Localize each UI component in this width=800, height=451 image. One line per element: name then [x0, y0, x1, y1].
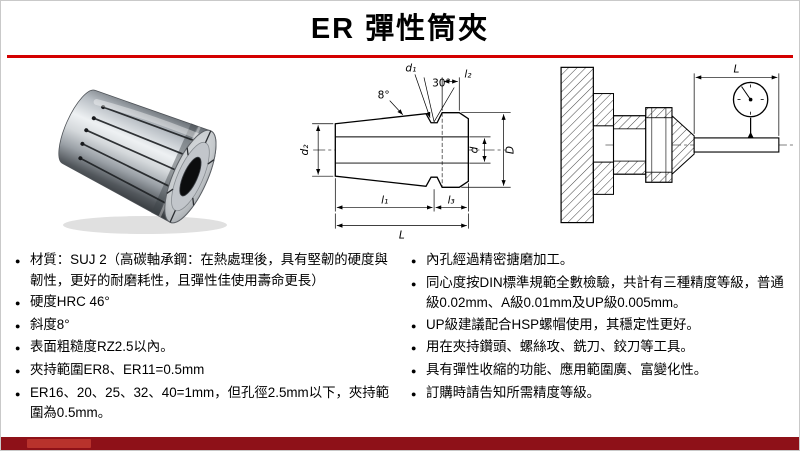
spec-text: 用在夾持鑽頭、螺絲攻、銑刀、鉸刀等工具。 — [426, 339, 694, 355]
spec-text: 斜度8° — [30, 316, 70, 332]
spec-item: ● UP級建議配合HSP螺帽使用，其穩定性更好。 — [411, 315, 793, 337]
assembly-drawing-image: L — [560, 63, 793, 224]
dial-ticks — [737, 84, 764, 115]
dim-d2 — [312, 123, 334, 177]
spec-list-right: ● 內孔經過精密搪磨加工。 ● 同心度按DIN標準規範全數檢驗，共計有三種精度等… — [411, 250, 793, 425]
bullet-icon: ● — [15, 298, 21, 309]
spec-item: ● 硬度HRC 46° — [15, 292, 395, 314]
dim-assembly-L — [693, 73, 780, 136]
dim-d — [469, 136, 491, 164]
angle30-lines — [423, 77, 455, 122]
dim-l1 — [334, 178, 435, 212]
spec-text: ER16、20、25、32、40=1mm，但孔徑2.5mm以下，夾持範圍為0.5… — [30, 384, 390, 421]
spindle-nose-lower — [592, 161, 615, 195]
dim-label-d2: d₂ — [299, 144, 311, 156]
spec-text: 表面粗糙度RZ2.5以內。 — [30, 339, 174, 355]
angle8-leader — [389, 100, 404, 115]
spec-item: ● 具有彈性收縮的功能、應用範圍廣、富變化性。 — [411, 360, 793, 382]
nut-section-upper — [645, 107, 673, 119]
dim-label-l3: l₃ — [448, 194, 455, 206]
dim-label-l2: l₂ — [464, 68, 472, 80]
bullet-icon: ● — [411, 256, 417, 266]
spec-item: ● 斜度8° — [15, 315, 395, 337]
nut-section-lower — [645, 171, 673, 183]
angle30-label: 30° — [432, 77, 451, 89]
dim-label-d: d — [468, 146, 480, 153]
dim-label-D: D — [505, 146, 517, 154]
spec-text: 訂購時請告知所需精度等級。 — [426, 384, 601, 400]
collet-nose-cone — [671, 114, 695, 176]
spec-item: ● 訂購時請告知所需精度等級。 — [411, 383, 793, 405]
dim-D — [461, 112, 511, 188]
bullet-icon: ● — [411, 320, 417, 331]
bullet-icon: ● — [15, 320, 21, 331]
spec-text: 具有彈性收縮的功能、應用範圍廣、富變化性。 — [426, 361, 708, 377]
bullet-icon: ● — [15, 256, 21, 266]
assembly-dim-label-L: L — [734, 63, 740, 75]
bullet-icon: ● — [411, 388, 417, 399]
footer-logo-badge — [27, 439, 91, 448]
collet-profile — [334, 112, 470, 188]
spec-item: ● ER16、20、25、32、40=1mm，但孔徑2.5mm以下，夾持範圍為0… — [15, 383, 395, 424]
indicator-contact-tip — [747, 131, 754, 138]
spec-text: 硬度HRC 46° — [30, 294, 110, 310]
spec-item: ● 表面粗糙度RZ2.5以內。 — [15, 337, 395, 359]
chuck-wall-upper — [613, 115, 647, 130]
spec-text: 同心度按DIN標準規範全數檢驗，共計有三種精度等級，普通級0.02mm、A級0.… — [426, 274, 784, 311]
collet-photo-image — [58, 89, 227, 234]
bullet-icon: ● — [15, 388, 21, 399]
spec-text: 內孔經過精密搪磨加工。 — [426, 252, 574, 267]
collet-section-drawing: d₂ d D l₁ l₃ — [297, 57, 551, 245]
collet-assembly-drawing: L — [551, 59, 799, 239]
nut-detail-lines — [651, 107, 667, 183]
spindle-nose-upper — [592, 93, 615, 127]
spec-section: ● 材質：SUJ 2（高碳軸承鋼：在熱處理後，具有堅韌的硬度與韌性，更好的耐磨耗… — [15, 250, 793, 425]
collet-nut — [645, 107, 673, 183]
dim-l3 — [435, 183, 469, 212]
face-slit-marks — [166, 130, 215, 223]
spec-text: UP級建議配合HSP螺帽使用，其穩定性更好。 — [426, 316, 700, 332]
bullet-icon: ● — [15, 365, 21, 376]
section-drawing-image: d₂ d D l₁ l₃ — [299, 62, 517, 242]
bullet-icon: ● — [15, 343, 21, 354]
specular-highlight — [93, 98, 205, 141]
spec-text: 材質：SUJ 2（高碳軸承鋼：在熱處理後，具有堅韌的硬度與韌性，更好的耐磨耗性，… — [30, 252, 388, 288]
title-underline — [7, 55, 793, 58]
photo-shadow — [63, 216, 227, 234]
dim-label-l1: l₁ — [381, 194, 388, 206]
spec-item: ● 用在夾持鑽頭、螺絲攻、銑刀、鉸刀等工具。 — [411, 337, 793, 359]
spec-text: 夾持範圍ER8、ER11=0.5mm — [30, 361, 205, 377]
bullet-icon: ● — [411, 365, 417, 376]
dim-label-d1: d₁ — [405, 62, 416, 74]
chuck-wall-lower — [613, 160, 647, 175]
spindle-housing — [560, 66, 594, 224]
spec-list-left: ● 材質：SUJ 2（高碳軸承鋼：在熱處理後，具有堅韌的硬度與韌性，更好的耐磨耗… — [15, 250, 395, 425]
dim-L — [334, 213, 469, 229]
dim-l2 — [441, 77, 460, 111]
page-title: ER 彈性筒夾 — [310, 13, 490, 45]
spec-item: ● 同心度按DIN標準規範全數檢驗，共計有三種精度等級，普通級0.02mm、A級… — [411, 273, 793, 314]
dial-needle — [741, 86, 752, 100]
footer-bar — [1, 437, 799, 450]
dim-label-L: L — [399, 230, 405, 242]
bore-lines — [335, 136, 469, 164]
bullet-icon: ● — [411, 278, 417, 289]
collet-photo — [37, 73, 253, 243]
spec-item: ● 內孔經過精密搪磨加工。 — [411, 250, 793, 272]
angle8-label: 8° — [378, 90, 390, 102]
bullet-icon: ● — [411, 343, 417, 354]
slit-relief-holes — [78, 105, 106, 161]
spec-item: ● 夾持範圍ER8、ER11=0.5mm — [15, 360, 395, 382]
test-bar — [693, 137, 780, 153]
d1-leader — [414, 74, 431, 118]
spec-item: ● 材質：SUJ 2（高碳軸承鋼：在熱處理後，具有堅韌的硬度與韌性，更好的耐磨耗… — [15, 250, 395, 291]
collet-bore-hole — [179, 156, 202, 197]
